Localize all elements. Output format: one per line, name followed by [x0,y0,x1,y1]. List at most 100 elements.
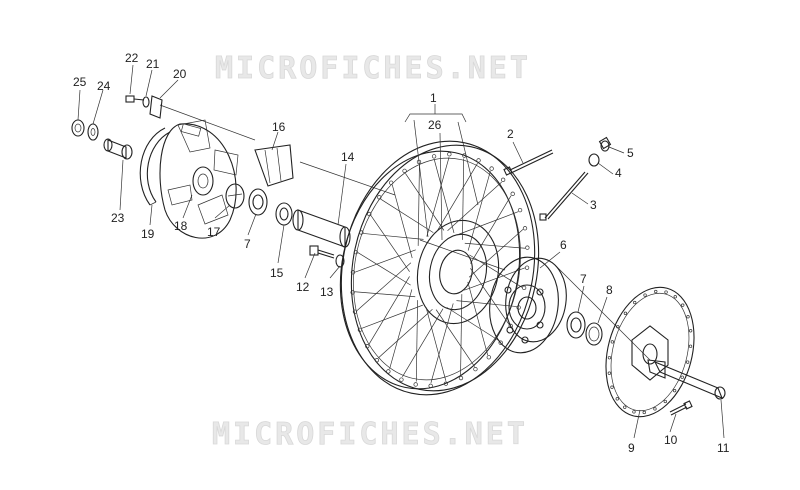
spoke-nipple [431,154,437,159]
disc-hole [616,325,620,329]
spoke-nipple [486,355,491,360]
spoke [354,291,416,298]
disc-hole [686,315,690,319]
spoke-nipple [517,207,523,213]
wheel-spokes [354,157,526,383]
spoke-nipple [428,383,433,388]
disc-hole [623,311,628,315]
spoke-nipple [489,166,494,171]
spoke [447,181,502,231]
spoke [462,158,465,240]
spoke [469,254,523,288]
spoke [467,281,489,356]
disc-hole [623,405,627,409]
spoke [456,300,517,307]
spoke [468,229,524,278]
spoke-nipple [521,285,527,291]
spoke-nipple [476,158,481,163]
disc-hole [632,410,636,414]
spoke-nipple [374,358,380,363]
spoke [470,195,512,264]
spoke-nipple [413,382,418,387]
disc-hole [663,399,667,404]
spoke [368,276,410,345]
bolt-part-22 [125,95,145,103]
spoke-nipple [350,270,356,275]
nut-part-4 [588,153,600,167]
label-part-16: 16 [272,120,286,134]
part-number-callouts: 25 24 22 21 20 23 19 18 17 7 16 15 12 13… [73,51,730,455]
label-part-24: 24 [97,79,111,93]
leader-lines [77,64,725,439]
spoke [415,300,418,382]
brake-band-part-19 [139,127,171,206]
washer-part-21 [142,96,150,108]
label-part-2: 2 [507,127,514,141]
spoke [361,304,423,329]
label-part-5: 5 [627,146,634,160]
disc-drill-holes [607,289,693,415]
spoke-nipple [510,191,515,196]
spoke-nipple [522,226,528,231]
spoke [460,294,463,376]
spoke-nipple [498,340,503,345]
rubber-block-part-16 [254,144,294,187]
spoke-nipples [350,152,530,388]
spoke-nipple [443,381,449,386]
label-part-3: 3 [590,198,597,212]
label-part-17: 17 [207,225,221,239]
washer-part-24 [87,123,99,141]
spoke [357,252,411,286]
spoke [464,242,526,249]
spoke-nipple [399,377,404,382]
axle-part-11 [647,359,726,400]
label-part-19: 19 [141,227,155,241]
spoke-nipple [352,309,358,314]
spoke [467,171,491,251]
spoke-nipple [377,195,382,200]
spacer-ring-part-15 [275,202,293,226]
label-part-7-left: 7 [244,237,251,251]
spoke [464,267,526,291]
spoke-nipple [365,344,370,349]
label-part-11: 11 [717,441,730,455]
watermark-bottom: MICROFICHES.NET [212,417,528,452]
spoke [425,307,447,381]
circlip-part-8 [585,322,603,346]
brake-plate-part-18 [159,119,239,239]
label-part-13: 13 [320,285,334,299]
tube-spacer-part-14 [292,209,351,248]
circlip-part-17 [225,183,245,209]
disc-hole [610,385,614,389]
disc-hole [615,397,619,401]
spoke [457,211,519,236]
label-part-25: 25 [73,75,87,89]
spacer-part-23 [103,138,133,160]
label-part-18: 18 [174,219,188,233]
spoke [391,184,413,259]
clip-part-20 [149,95,163,119]
spoke [433,159,455,233]
spoke-nipple [500,177,506,182]
label-part-22: 22 [125,51,139,65]
spoke-nipple [473,367,478,372]
label-part-14: 14 [341,150,355,164]
spoke-nipple [524,265,530,270]
bearing-part-7-right [566,311,586,339]
disc-hole [686,360,690,364]
brake-disc-part-9 [605,286,695,418]
spoke [430,303,454,383]
disc-hole [607,371,612,375]
spoke-nipple [350,290,355,295]
spoke-nipple [389,180,394,185]
watermark-top: MICROFICHES.NET [215,51,531,86]
disc-hole [643,293,647,297]
label-part-12: 12 [296,280,310,294]
spoke-nipple [353,249,359,255]
disc-hole [672,389,677,393]
spoke-nipple [359,230,364,235]
spoke [402,308,444,377]
disc-hole [681,303,685,307]
bearing-part-7-left [248,188,268,216]
